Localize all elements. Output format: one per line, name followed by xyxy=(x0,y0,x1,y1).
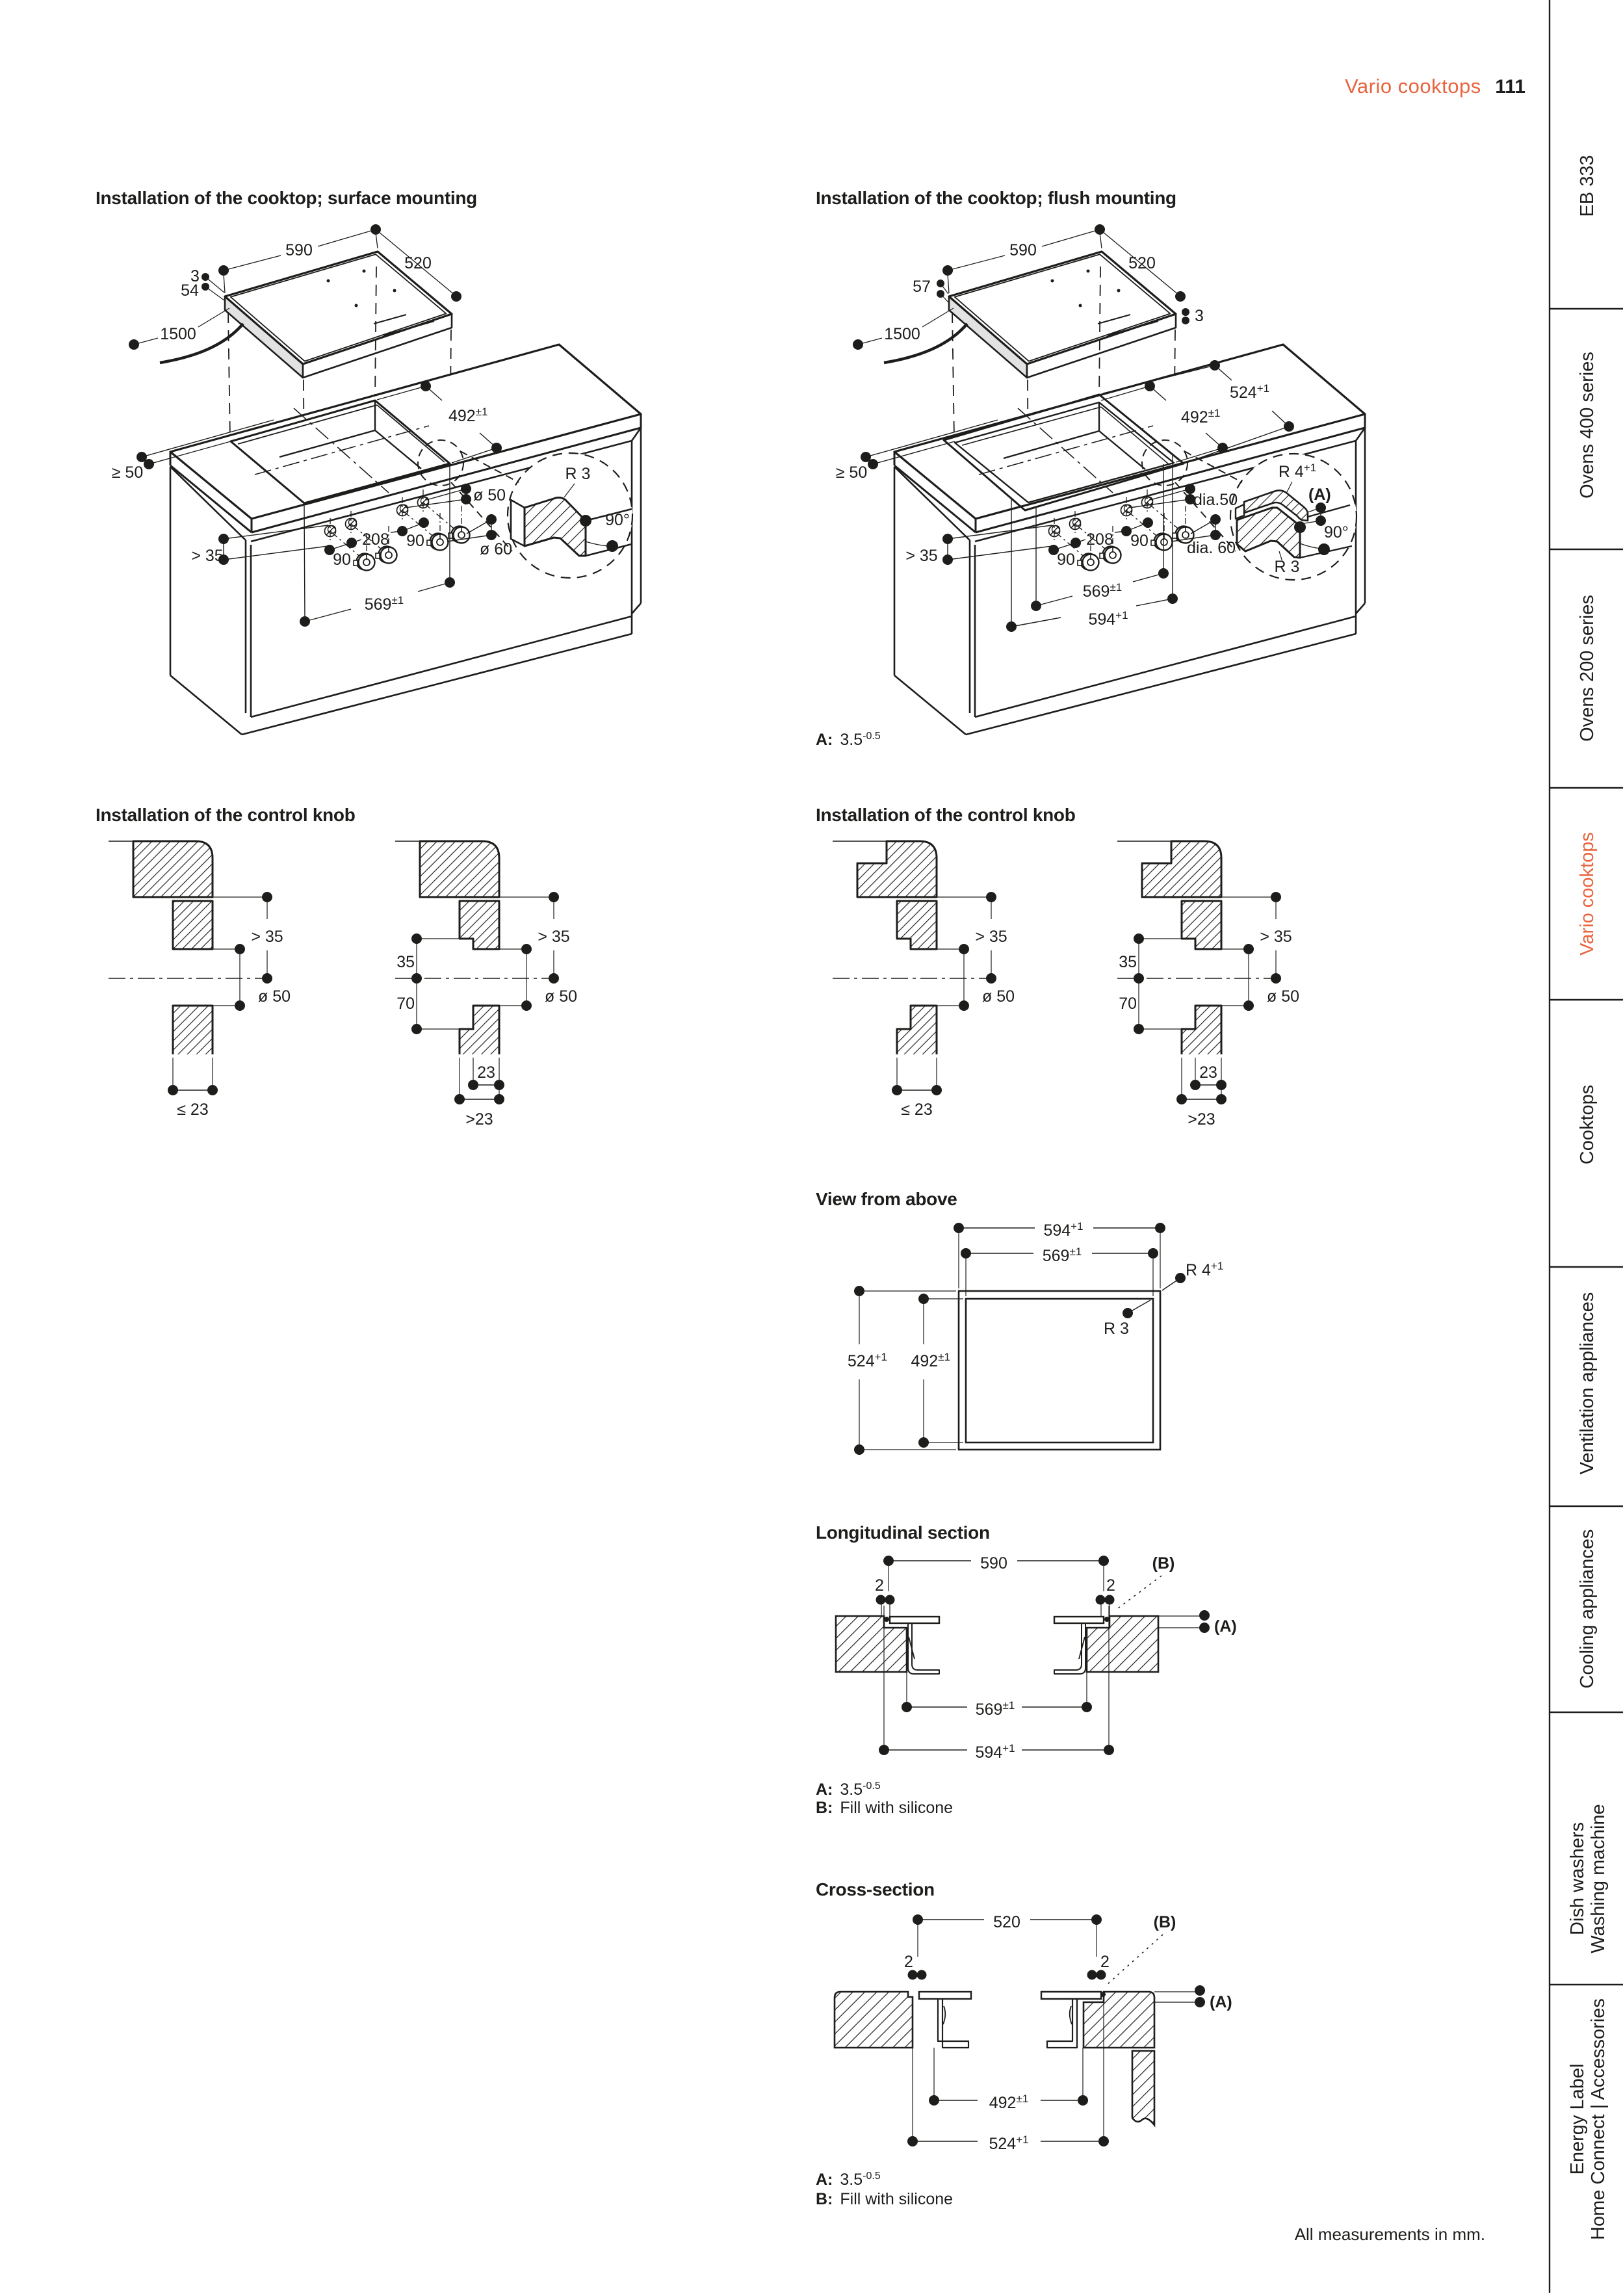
svg-text:> 35: > 35 xyxy=(975,928,1007,946)
svg-text:Installation of the control kn: Installation of the control knob xyxy=(96,805,356,825)
svg-text:ø 60: ø 60 xyxy=(480,540,512,558)
svg-text:A:3.5-0.5: A:3.5-0.5 xyxy=(816,2171,881,2189)
svg-text:57: 57 xyxy=(913,278,931,296)
svg-text:> 35: > 35 xyxy=(191,547,223,565)
svg-text:≥ 50: ≥ 50 xyxy=(112,463,143,482)
svg-text:Vario cooktops: Vario cooktops xyxy=(1345,75,1481,98)
svg-text:EB 333: EB 333 xyxy=(1577,155,1598,216)
svg-text:90: 90 xyxy=(1057,551,1075,569)
svg-text:≤ 23: ≤ 23 xyxy=(901,1101,932,1119)
svg-text:569±1: 569±1 xyxy=(1043,1246,1082,1265)
svg-text:>23: >23 xyxy=(465,1110,493,1128)
svg-text:492±1: 492±1 xyxy=(989,2093,1029,2112)
svg-text:> 35: > 35 xyxy=(1260,928,1292,946)
svg-text:B:Fill with silicone: B:Fill with silicone xyxy=(816,1799,953,1817)
svg-text:90°: 90° xyxy=(1324,523,1349,541)
svg-text:Cooling appliances: Cooling appliances xyxy=(1577,1529,1598,1688)
svg-text:90°: 90° xyxy=(605,511,630,529)
svg-text:594+1: 594+1 xyxy=(975,1742,1015,1762)
svg-text:B:Fill with silicone: B:Fill with silicone xyxy=(816,2190,953,2208)
svg-text:(A): (A) xyxy=(1210,1993,1232,2011)
svg-text:Home Connect | Accessories: Home Connect | Accessories xyxy=(1588,1998,1609,2240)
svg-text:569±1: 569±1 xyxy=(1083,581,1123,601)
svg-text:View from above: View from above xyxy=(816,1189,957,1209)
svg-text:(B): (B) xyxy=(1152,1554,1175,1572)
svg-text:Installation of the cooktop; s: Installation of the cooktop; surface mou… xyxy=(96,188,477,208)
svg-text:R 4+1: R 4+1 xyxy=(1186,1260,1223,1279)
svg-text:2: 2 xyxy=(1106,1576,1115,1595)
svg-text:594+1: 594+1 xyxy=(1088,609,1128,629)
svg-text:70: 70 xyxy=(1119,995,1137,1013)
svg-text:208: 208 xyxy=(362,530,389,549)
svg-text:(A): (A) xyxy=(1214,1617,1237,1636)
svg-text:3: 3 xyxy=(1195,307,1204,325)
svg-text:Installation of the cooktop; f: Installation of the cooktop; flush mount… xyxy=(816,188,1176,208)
svg-text:35: 35 xyxy=(1119,953,1137,971)
svg-text:492±1: 492±1 xyxy=(911,1351,950,1370)
svg-text:2: 2 xyxy=(875,1576,884,1595)
svg-text:ø 50: ø 50 xyxy=(545,987,577,1006)
svg-text:208: 208 xyxy=(1086,530,1113,549)
svg-text:23: 23 xyxy=(477,1063,495,1082)
svg-text:590: 590 xyxy=(1009,241,1037,259)
svg-text:Cross-section: Cross-section xyxy=(816,1879,935,1899)
svg-text:> 35: > 35 xyxy=(251,928,283,946)
svg-text:Ovens 400 series: Ovens 400 series xyxy=(1577,352,1598,499)
svg-text:70: 70 xyxy=(396,995,415,1013)
svg-text:dia.50: dia.50 xyxy=(1193,491,1238,509)
svg-text:R 3: R 3 xyxy=(565,465,591,483)
svg-text:569±1: 569±1 xyxy=(365,594,404,614)
svg-text:524+1: 524+1 xyxy=(848,1351,887,1370)
svg-text:590: 590 xyxy=(980,1554,1007,1572)
svg-text:2: 2 xyxy=(904,1953,913,1971)
svg-text:All measurements in mm.: All measurements in mm. xyxy=(1295,2224,1485,2244)
svg-text:90: 90 xyxy=(333,551,351,569)
svg-text:35: 35 xyxy=(396,953,415,971)
svg-text:Ventilation appliances: Ventilation appliances xyxy=(1577,1292,1598,1475)
svg-text:Cooktops: Cooktops xyxy=(1577,1085,1598,1165)
svg-text:90: 90 xyxy=(1130,532,1149,550)
svg-text:3: 3 xyxy=(190,267,200,285)
svg-text:>23: >23 xyxy=(1188,1110,1215,1128)
svg-text:ø 50: ø 50 xyxy=(473,486,506,504)
svg-text:A:3.5-0.5: A:3.5-0.5 xyxy=(816,1781,881,1799)
svg-text:≤ 23: ≤ 23 xyxy=(177,1101,208,1119)
svg-text:1500: 1500 xyxy=(884,325,920,343)
svg-text:> 35: > 35 xyxy=(905,547,937,565)
svg-text:2: 2 xyxy=(1100,1953,1110,1971)
svg-text:1500: 1500 xyxy=(160,325,196,343)
svg-text:A:3.5-0.5: A:3.5-0.5 xyxy=(816,731,881,749)
svg-text:Installation of the control kn: Installation of the control knob xyxy=(816,805,1076,825)
svg-text:54: 54 xyxy=(181,281,199,300)
svg-text:Energy Label: Energy Label xyxy=(1567,2064,1588,2175)
svg-text:dia. 60: dia. 60 xyxy=(1187,539,1236,557)
svg-text:ø 50: ø 50 xyxy=(258,987,291,1006)
svg-text:ø 50: ø 50 xyxy=(982,987,1015,1006)
svg-text:590: 590 xyxy=(285,241,313,259)
svg-text:(B): (B) xyxy=(1154,1913,1176,1931)
svg-text:(A): (A) xyxy=(1308,486,1331,504)
svg-text:Vario cooktops: Vario cooktops xyxy=(1577,832,1598,956)
svg-text:Ovens 200 series: Ovens 200 series xyxy=(1577,595,1598,742)
svg-text:R 3: R 3 xyxy=(1275,558,1300,576)
svg-text:> 35: > 35 xyxy=(538,928,569,946)
svg-text:Longitudinal section: Longitudinal section xyxy=(816,1522,990,1543)
svg-text:R 3: R 3 xyxy=(1104,1320,1129,1338)
svg-text:ø 50: ø 50 xyxy=(1267,987,1299,1006)
svg-text:Dish washers: Dish washers xyxy=(1567,1822,1588,1935)
svg-text:569±1: 569±1 xyxy=(976,1699,1015,1719)
svg-text:Washing machine: Washing machine xyxy=(1588,1804,1609,1953)
svg-text:594+1: 594+1 xyxy=(1043,1220,1083,1240)
svg-text:≥ 50: ≥ 50 xyxy=(836,463,867,482)
svg-text:111: 111 xyxy=(1495,76,1526,98)
svg-text:524+1: 524+1 xyxy=(989,2133,1028,2153)
svg-text:23: 23 xyxy=(1199,1063,1217,1082)
svg-text:520: 520 xyxy=(1128,254,1156,272)
svg-text:520: 520 xyxy=(404,254,432,272)
svg-text:90: 90 xyxy=(406,532,424,550)
svg-text:520: 520 xyxy=(993,1913,1020,1931)
